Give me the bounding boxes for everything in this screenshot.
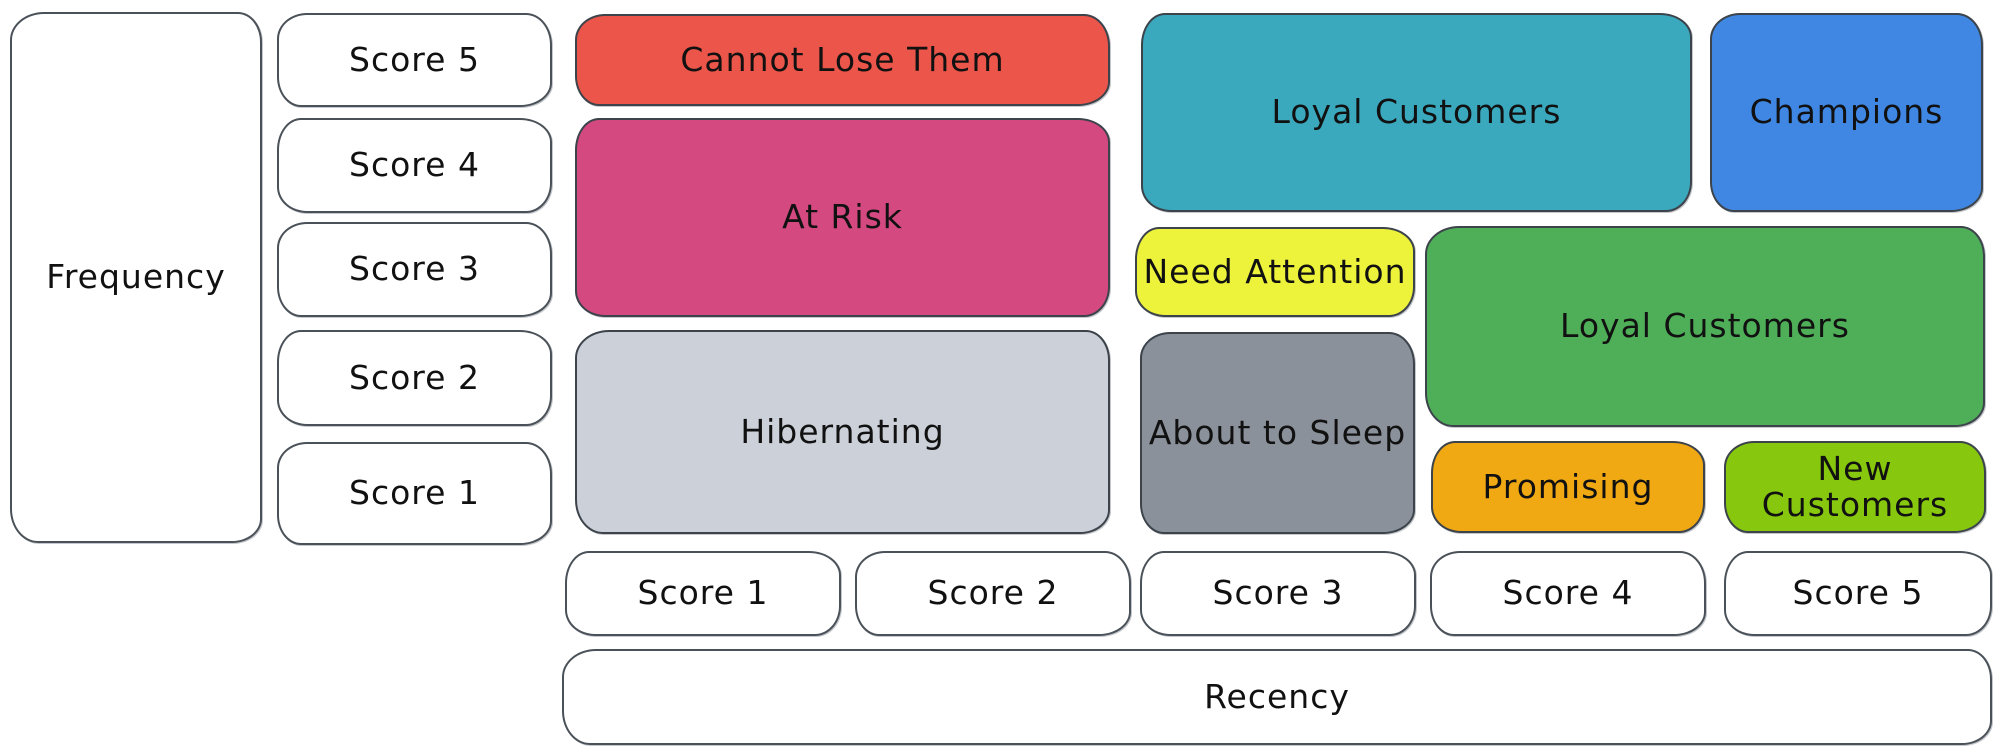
recency-score-3-label: Score 3 bbox=[1212, 573, 1344, 613]
frequency-axis-box: Frequency bbox=[10, 12, 262, 543]
segment-hibernating: Hibernating bbox=[575, 330, 1110, 534]
frequency-score-1-box: Score 1 bbox=[277, 442, 552, 545]
recency-axis-box: Recency bbox=[562, 649, 1992, 745]
segment-cannot-lose-them: Cannot Lose Them bbox=[575, 14, 1110, 106]
recency-axis-label: Recency bbox=[1204, 676, 1350, 716]
segment-hibernating-label: Hibernating bbox=[740, 411, 945, 451]
recency-score-5-box: Score 5 bbox=[1724, 551, 1992, 636]
segment-promising-label: Promising bbox=[1482, 466, 1654, 506]
recency-score-3-box: Score 3 bbox=[1140, 551, 1416, 636]
frequency-score-4-label: Score 4 bbox=[349, 145, 480, 185]
segment-about-to-sleep: About to Sleep bbox=[1140, 332, 1415, 534]
segment-new-customers-label: New Customers bbox=[1761, 448, 1949, 524]
recency-score-1-box: Score 1 bbox=[565, 551, 841, 636]
segment-new-customers: New Customers bbox=[1724, 441, 1986, 533]
frequency-score-2-label: Score 2 bbox=[349, 357, 480, 397]
segment-at-risk: At Risk bbox=[575, 118, 1110, 317]
recency-score-2-box: Score 2 bbox=[855, 551, 1131, 636]
frequency-score-3-box: Score 3 bbox=[277, 222, 552, 317]
segment-champions-label: Champions bbox=[1749, 92, 1944, 132]
recency-score-5-label: Score 5 bbox=[1792, 573, 1924, 613]
segment-need-attention: Need Attention bbox=[1135, 227, 1415, 317]
segment-loyal-customers-top: Loyal Customers bbox=[1141, 13, 1692, 212]
segment-about-to-sleep-label: About to Sleep bbox=[1148, 412, 1407, 452]
frequency-score-3-label: Score 3 bbox=[349, 249, 480, 289]
frequency-score-5-box: Score 5 bbox=[277, 13, 552, 107]
segment-loyal-customers-mid-label: Loyal Customers bbox=[1560, 306, 1850, 346]
segment-promising: Promising bbox=[1431, 441, 1705, 533]
segment-at-risk-label: At Risk bbox=[782, 197, 903, 237]
frequency-score-1-label: Score 1 bbox=[349, 473, 480, 513]
segment-champions: Champions bbox=[1710, 13, 1983, 212]
segment-need-attention-label: Need Attention bbox=[1143, 251, 1407, 291]
recency-score-1-label: Score 1 bbox=[637, 573, 769, 613]
segment-loyal-customers-top-label: Loyal Customers bbox=[1271, 92, 1562, 132]
frequency-score-5-label: Score 5 bbox=[349, 39, 480, 79]
recency-score-4-label: Score 4 bbox=[1502, 573, 1634, 613]
frequency-score-2-box: Score 2 bbox=[277, 330, 552, 426]
segment-loyal-customers-mid: Loyal Customers bbox=[1425, 226, 1985, 427]
recency-score-4-box: Score 4 bbox=[1430, 551, 1706, 636]
recency-score-2-label: Score 2 bbox=[927, 573, 1059, 613]
frequency-axis-label: Frequency bbox=[46, 257, 226, 297]
frequency-score-4-box: Score 4 bbox=[277, 118, 552, 213]
segment-cannot-lose-them-label: Cannot Lose Them bbox=[680, 39, 1005, 79]
